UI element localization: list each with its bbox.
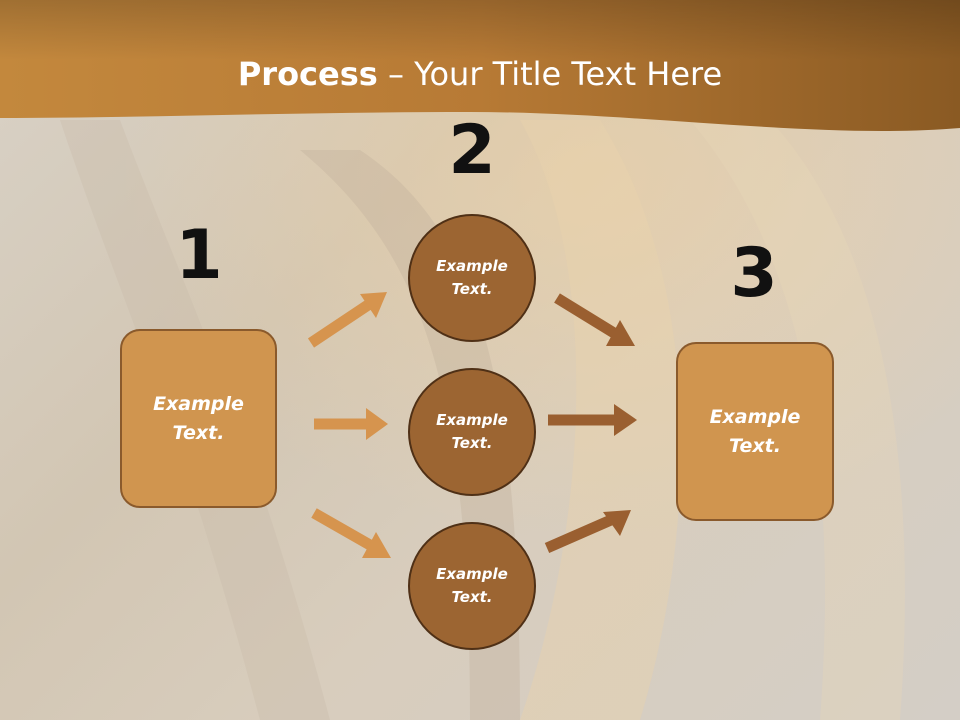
step-1-box: Example Text. xyxy=(120,329,277,508)
step-number-1: 1 xyxy=(175,216,223,295)
circle-2: Example Text. xyxy=(408,368,536,496)
step-3-box: Example Text. xyxy=(676,342,834,521)
slide-title: Process – Your Title Text Here xyxy=(0,54,960,94)
arrow-to-circle-1 xyxy=(307,292,387,348)
arrow-to-circle-2 xyxy=(314,408,388,440)
arrow-from-circle-1 xyxy=(554,293,635,346)
title-bold: Process xyxy=(237,55,378,93)
title-rest: – Your Title Text Here xyxy=(377,55,723,93)
step-number-2: 2 xyxy=(448,111,496,190)
arrow-to-circle-3 xyxy=(311,508,391,558)
circle-1: Example Text. xyxy=(408,214,536,342)
step-number-3: 3 xyxy=(730,234,778,313)
circle-3: Example Text. xyxy=(408,522,536,650)
arrow-from-circle-3 xyxy=(544,510,631,554)
arrow-from-circle-2 xyxy=(548,404,637,436)
